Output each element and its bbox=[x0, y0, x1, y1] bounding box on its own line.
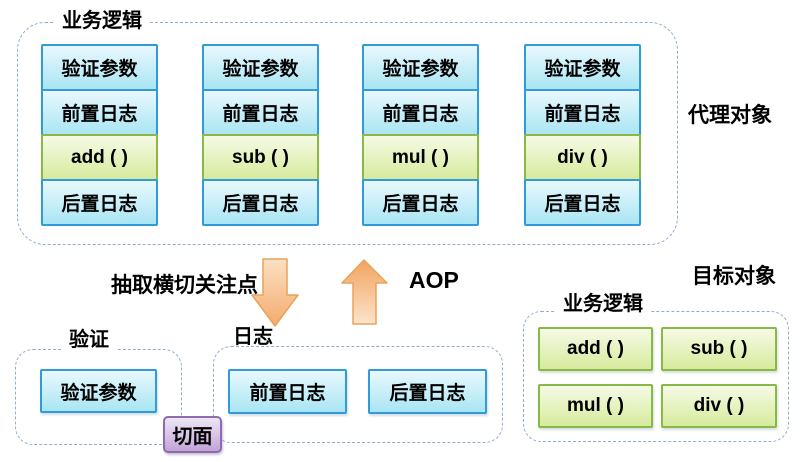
target-method-mul: mul ( ) bbox=[538, 384, 653, 428]
proxy-cell: 验证参数 bbox=[41, 44, 158, 91]
proxy-frame bbox=[17, 22, 678, 245]
proxy-cell: 后置日志 bbox=[524, 179, 641, 226]
post-log-box: 后置日志 bbox=[368, 369, 487, 414]
proxy-cell-method: mul ( ) bbox=[362, 134, 479, 181]
proxy-column-div: 验证参数 前置日志 div ( ) 后置日志 bbox=[524, 44, 641, 226]
proxy-cell: 前置日志 bbox=[362, 89, 479, 136]
validation-param-box: 验证参数 bbox=[40, 369, 157, 413]
proxy-cell: 验证参数 bbox=[524, 44, 641, 91]
proxy-cell: 验证参数 bbox=[362, 44, 479, 91]
proxy-cell-method: sub ( ) bbox=[202, 134, 319, 181]
proxy-cell: 前置日志 bbox=[524, 89, 641, 136]
proxy-column-sub: 验证参数 前置日志 sub ( ) 后置日志 bbox=[202, 44, 319, 226]
logging-frame bbox=[213, 346, 503, 443]
target-frame bbox=[523, 311, 789, 442]
proxy-cell-method: add ( ) bbox=[41, 134, 158, 181]
proxy-column-mul: 验证参数 前置日志 mul ( ) 后置日志 bbox=[362, 44, 479, 226]
down-arrow-icon bbox=[251, 258, 299, 327]
proxy-side-label: 代理对象 bbox=[688, 104, 772, 127]
aspect-badge: 切面 bbox=[163, 416, 222, 453]
target-frame-label: 业务逻辑 bbox=[556, 293, 650, 315]
proxy-cell: 前置日志 bbox=[41, 89, 158, 136]
extract-crosscut-label: 抽取横切关注点 bbox=[111, 274, 258, 297]
target-side-label: 目标对象 bbox=[692, 265, 776, 288]
target-method-add: add ( ) bbox=[538, 327, 653, 371]
proxy-frame-label: 业务逻辑 bbox=[55, 10, 149, 32]
proxy-cell: 后置日志 bbox=[362, 179, 479, 226]
proxy-cell: 验证参数 bbox=[202, 44, 319, 91]
proxy-cell-method: div ( ) bbox=[524, 134, 641, 181]
target-method-sub: sub ( ) bbox=[661, 327, 777, 371]
validation-frame-label: 验证 bbox=[62, 329, 116, 351]
proxy-cell: 后置日志 bbox=[202, 179, 319, 226]
logging-frame-label: 日志 bbox=[233, 326, 273, 348]
proxy-column-add: 验证参数 前置日志 add ( ) 后置日志 bbox=[41, 44, 158, 226]
aop-label: AOP bbox=[409, 267, 459, 293]
target-method-div: div ( ) bbox=[661, 384, 777, 428]
proxy-cell: 后置日志 bbox=[41, 179, 158, 226]
proxy-cell: 前置日志 bbox=[202, 89, 319, 136]
up-arrow-icon bbox=[341, 259, 388, 325]
pre-log-box: 前置日志 bbox=[228, 369, 347, 414]
